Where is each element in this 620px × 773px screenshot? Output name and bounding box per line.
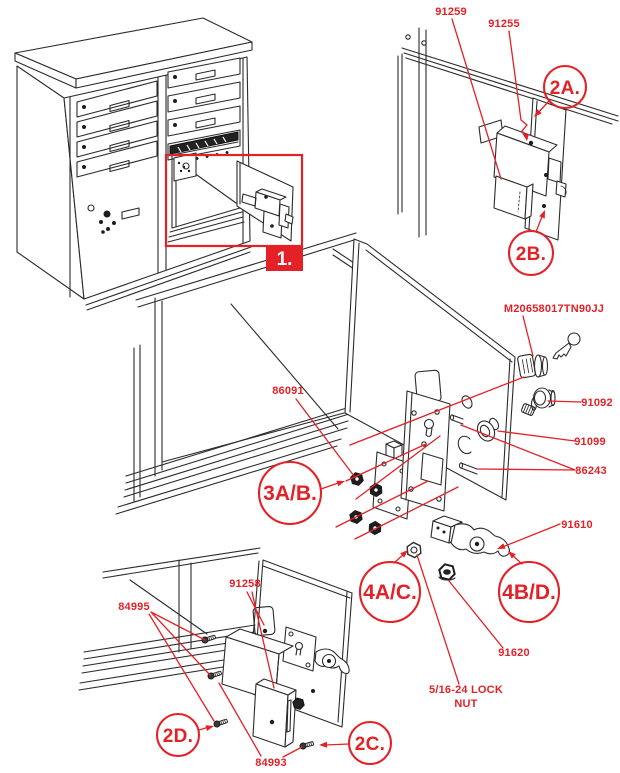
compartment-exploded-view (115, 232, 581, 581)
leader-m20 (349, 315, 534, 446)
part-label-lock-nut-line2: NUT (454, 698, 477, 710)
leader-84993 (218, 682, 303, 758)
callout-circle-2d (155, 712, 201, 758)
callout-label-3ab: 3A/B. (263, 482, 317, 505)
part-label-84995: 84995 (118, 601, 150, 613)
callout-circle-2a (542, 64, 588, 110)
keyhole-dot (82, 125, 86, 129)
hinge-hole (421, 40, 427, 46)
keyhole-dot (82, 105, 86, 109)
callout-circle-2b (507, 229, 555, 277)
part-label-lock-nut-line1: 5/16-24 LOCK (429, 684, 503, 696)
keyhole-dot (173, 99, 177, 103)
part-label-84993: 84993 (255, 757, 287, 769)
part-label-m20658017tn90jj: M20658017TN90JJ (504, 303, 604, 315)
leader-91092 (547, 400, 582, 403)
hinge-hole (405, 34, 411, 40)
callout-circle-4bd (497, 560, 561, 624)
leader-91620 (448, 580, 504, 649)
callout-overlay: 1. 91259 91255 M20658017TN90JJ 86091 910… (118, 6, 613, 769)
latch-channel (252, 683, 289, 748)
callout-circle-2c (347, 720, 393, 766)
label-holder-cutout (252, 605, 276, 637)
step1-label: 1. (277, 249, 293, 270)
callout-label-2b: 2B. (516, 244, 546, 265)
assembly-axis-lines (335, 435, 459, 540)
lock-cylinder-91092 (520, 387, 556, 416)
screw-84993 (298, 739, 315, 751)
cam-latch-91610 (430, 515, 511, 557)
callout-circle-4ac (358, 560, 422, 624)
part-label-91258: 91258 (229, 578, 261, 590)
keyhole-cutout (423, 418, 435, 430)
screw-84995 (212, 717, 229, 729)
leader-2c (324, 743, 350, 746)
part-label-91255: 91255 (488, 18, 520, 30)
mail-doors-left-column (76, 80, 158, 178)
lock-hole (461, 395, 473, 409)
callout-label-4bd: 4B/D. (502, 581, 556, 604)
step1-badge (266, 246, 303, 271)
hex-nut (366, 519, 384, 537)
part-label-91099: 91099 (574, 436, 606, 448)
cabinet-illustration (14, 17, 294, 311)
leader-84995 (148, 611, 215, 722)
leader-91258 (246, 591, 275, 689)
leader-86243 (460, 424, 576, 471)
lower-panel-details (87, 204, 140, 234)
part-label-91610: 91610 (561, 519, 593, 531)
keyhole-dot (82, 145, 86, 149)
leader-lock-nut (416, 554, 460, 685)
leader-86091 (295, 398, 355, 477)
compartment-door-panel (344, 238, 516, 501)
latch (547, 157, 562, 184)
part-label-91092: 91092 (581, 397, 613, 409)
master-latch-bar (169, 131, 239, 155)
keyhole-dot (82, 165, 86, 169)
callout-label-4ac: 4A/C. (363, 581, 417, 604)
door-lock-view-2c-2d (78, 547, 353, 751)
stud-86243 (458, 462, 464, 469)
open-parcel-bay (167, 141, 294, 243)
callout-label-2a: 2A. (550, 78, 580, 99)
lock-mounting-bracket (400, 390, 451, 512)
lock-plug-m20 (517, 353, 536, 379)
lock-nut-5-16 (404, 540, 424, 560)
flange-nut-91620 (438, 563, 456, 581)
highlight-rectangle (164, 153, 304, 248)
cam-latch-assembly (314, 648, 350, 675)
leader-91255 (508, 30, 528, 137)
callout-label-2d: 2D. (163, 726, 193, 747)
part-label-91620: 91620 (498, 647, 530, 659)
stud-86243 (449, 414, 455, 421)
hex-nut (292, 697, 305, 710)
part-label-91259: 91259 (435, 6, 467, 18)
leader-91610 (499, 523, 561, 549)
leader-91099 (497, 430, 576, 442)
leader-91259 (451, 18, 502, 180)
key-icon (552, 332, 581, 360)
part-label-86091: 86091 (272, 385, 304, 397)
keyhole-dot (173, 75, 177, 79)
callout-circle-3ab (257, 460, 323, 526)
keyhole-dot (173, 123, 177, 127)
retainer-clip (457, 435, 472, 455)
callout-label-2c: 2C. (355, 734, 385, 755)
part-label-86243: 86243 (575, 465, 607, 477)
keyhole-cutout (294, 641, 304, 651)
